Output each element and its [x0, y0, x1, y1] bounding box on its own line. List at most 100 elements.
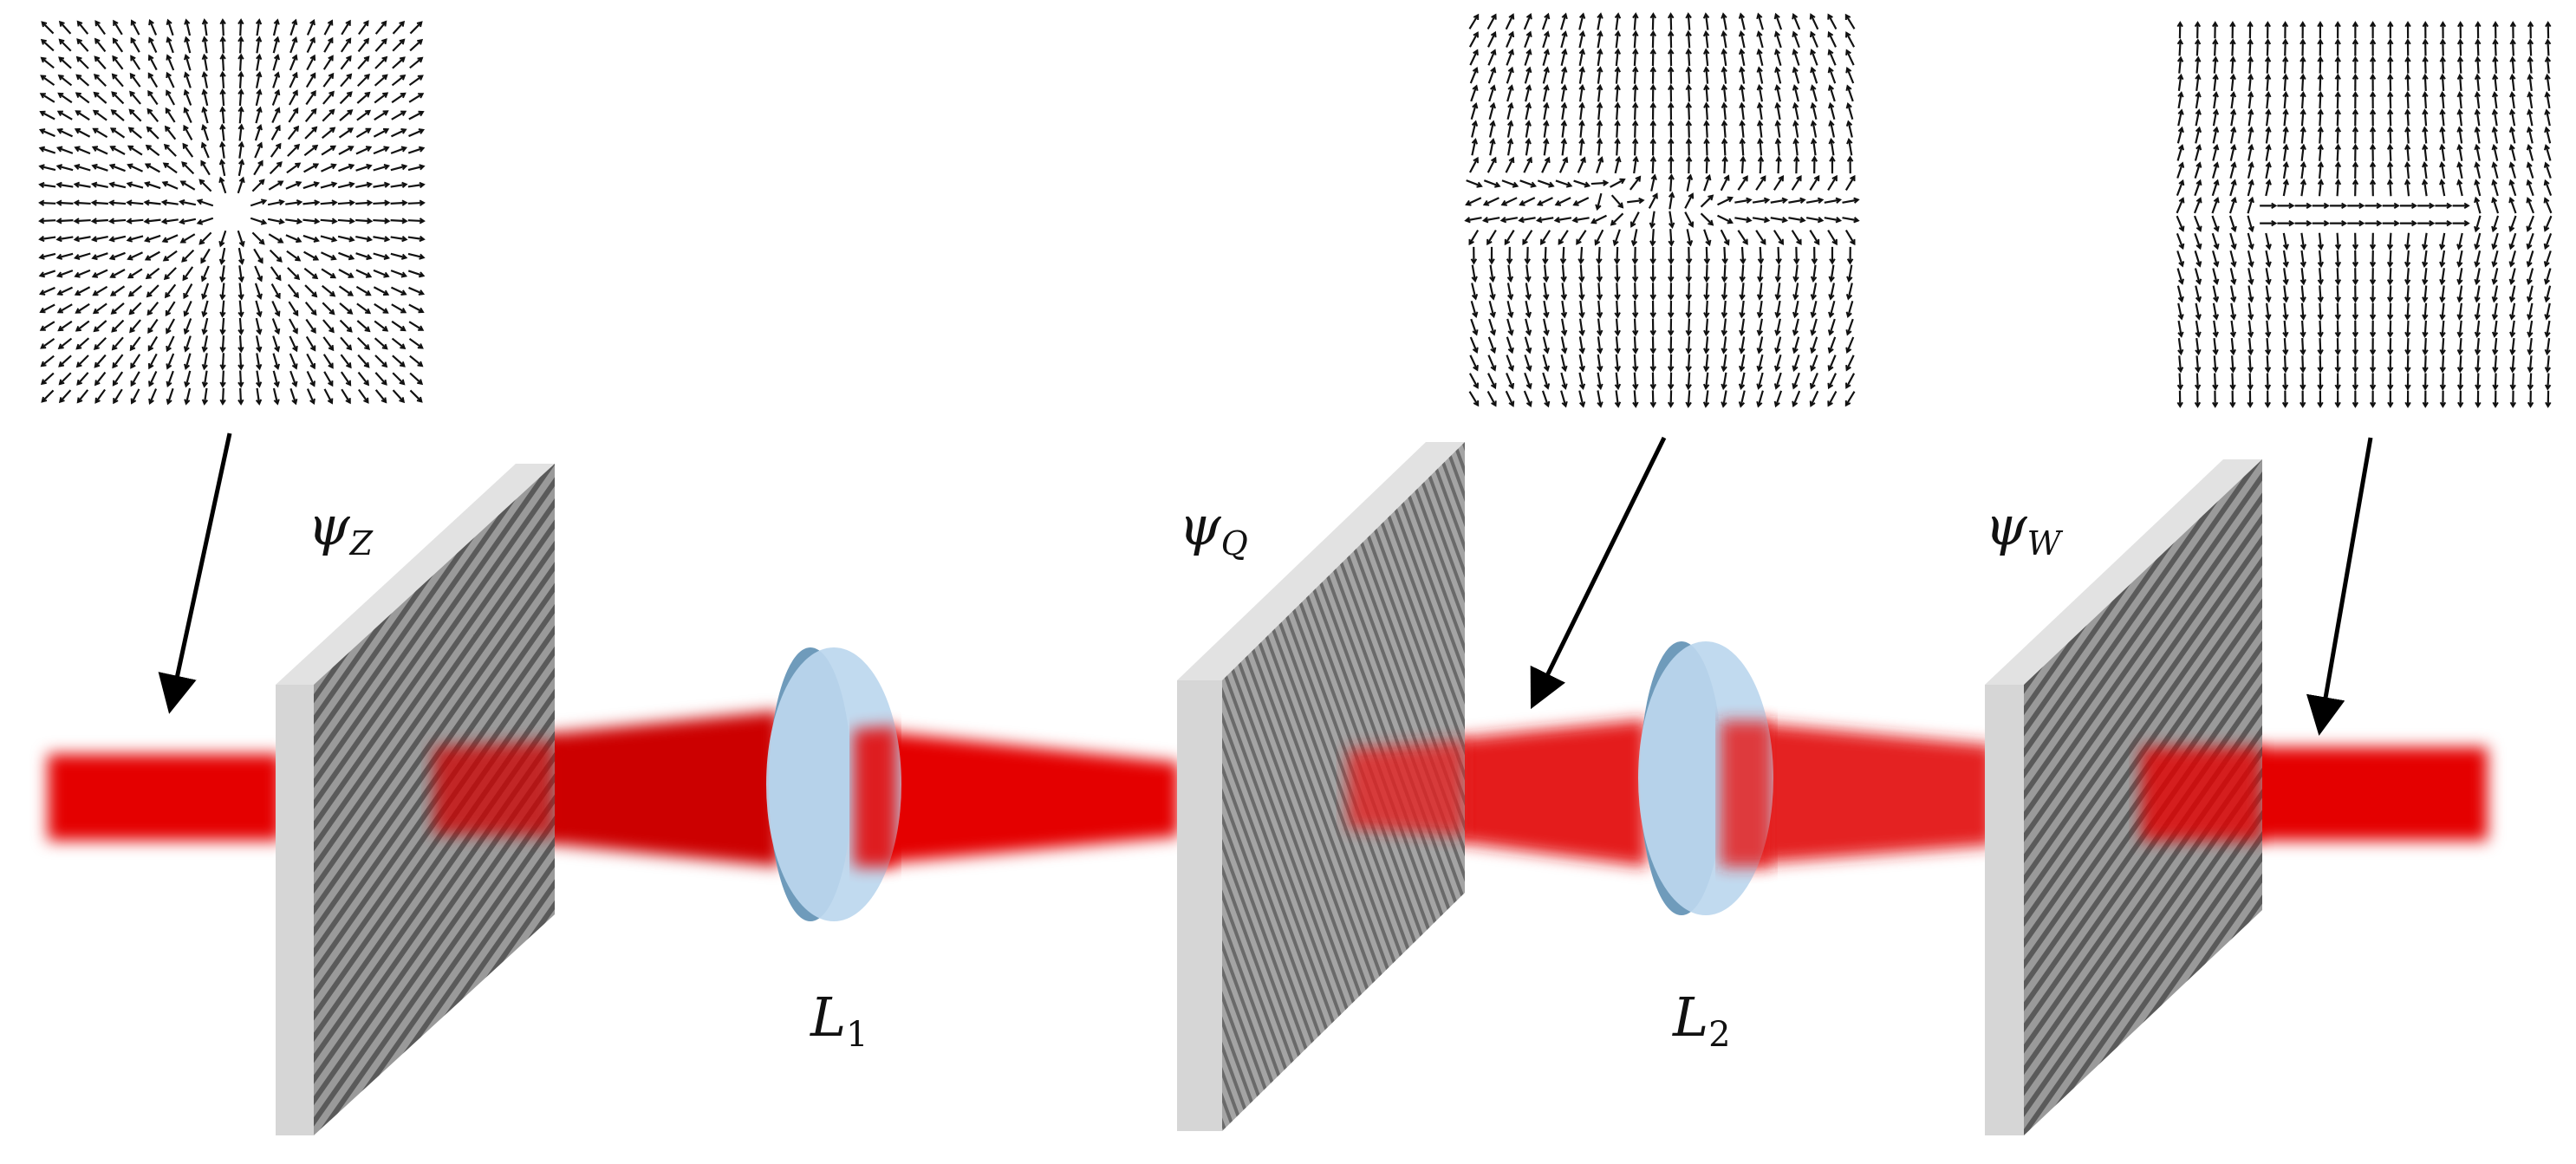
output-field-arrow	[2494, 338, 2498, 354]
intermediate-field-arrowhead	[1614, 312, 1621, 319]
input-field-arrow	[322, 91, 335, 105]
output-field-arrow	[2494, 40, 2497, 56]
input-field-arrowhead	[161, 237, 168, 244]
input-field-arrow	[75, 269, 91, 277]
intermediate-field-arrowhead	[1853, 217, 1860, 224]
intermediate-field-arrowhead	[1809, 30, 1816, 38]
intermediate-field-arrowhead	[1649, 276, 1656, 283]
intermediate-field-arrow	[1811, 49, 1818, 66]
intermediate-field-arrowhead	[1756, 48, 1763, 55]
input-field-arrow	[113, 20, 123, 36]
input-field-arrowhead	[179, 237, 186, 244]
input-field-arrowhead	[346, 73, 353, 80]
input-field-arrowhead	[110, 109, 117, 115]
intermediate-field-arrowhead	[1508, 382, 1515, 390]
output-field-arrowhead	[2527, 331, 2534, 338]
intermediate-field-arrow	[1688, 103, 1691, 120]
output-field-arrowhead	[2195, 331, 2202, 338]
intermediate-field-arrow	[1705, 49, 1709, 67]
input-field-arrowhead	[401, 199, 408, 206]
intermediate-field-arrow	[1770, 217, 1787, 222]
output-field-arrowhead	[2229, 314, 2237, 321]
output-field-arrow	[2283, 320, 2287, 337]
slm2-edge	[1177, 680, 1222, 1131]
intermediate-field-arrow	[1634, 139, 1636, 156]
output-field-arrowhead	[2265, 296, 2272, 303]
intermediate-field-arrow	[1830, 139, 1835, 156]
output-field-arrow	[2230, 110, 2235, 127]
output-field-arrow	[2283, 268, 2287, 284]
output-field-arrowhead	[2317, 55, 2324, 62]
intermediate-field-arrow	[1669, 211, 1674, 228]
output-field-arrow	[2423, 268, 2428, 284]
intermediate-field-arrowhead	[1774, 66, 1781, 73]
input-field-arrowhead	[182, 275, 189, 282]
output-field-arrow	[2511, 40, 2514, 56]
input-field-arrow	[202, 107, 209, 124]
intermediate-field-arrow	[1468, 14, 1480, 29]
input-field-arrowhead	[237, 70, 244, 78]
intermediate-field-arrowhead	[1792, 12, 1799, 20]
input-field-arrow	[185, 353, 192, 369]
intermediate-field-arrowhead	[1507, 365, 1514, 372]
intermediate-field-arrow	[1579, 121, 1584, 138]
intermediate-field-arrowhead	[1810, 120, 1818, 127]
intermediate-field-arrow	[1597, 318, 1602, 335]
output-field-arrowhead	[2474, 367, 2482, 374]
intermediate-field-arrow	[1597, 354, 1602, 371]
intermediate-field-arrow	[1597, 300, 1602, 317]
output-field-arrow	[2476, 40, 2480, 56]
input-field-plot	[38, 18, 426, 406]
input-field-arrow	[337, 235, 355, 241]
intermediate-field-arrow	[1723, 246, 1727, 263]
intermediate-field-arrowhead	[1522, 238, 1528, 246]
input-field-arrowhead	[311, 291, 318, 298]
intermediate-field-arrowhead	[1506, 258, 1513, 265]
intermediate-field-arrowhead	[1685, 383, 1692, 391]
output-field-arrow	[2406, 179, 2410, 197]
intermediate-field-arrowhead	[1702, 48, 1710, 55]
intermediate-field-arrow	[1633, 85, 1637, 102]
input-field-arrowhead	[273, 53, 280, 61]
input-field-arrow	[129, 336, 141, 351]
lens2-label: L2	[1672, 985, 1731, 1055]
input-field-arrowhead	[130, 19, 137, 26]
input-field-arrowhead	[346, 91, 353, 98]
intermediate-field-arrow	[1700, 212, 1714, 226]
output-field-arrow	[2193, 198, 2202, 214]
input-field-arrowhead	[111, 326, 118, 333]
output-field-arrow	[2300, 285, 2305, 302]
input-field-arrow	[238, 283, 243, 299]
input-field-arrow	[270, 266, 282, 281]
input-field-arrowhead	[55, 253, 63, 260]
input-field-arrow	[130, 354, 141, 368]
input-field-arrow	[57, 146, 74, 154]
input-field-arrow	[166, 37, 174, 54]
output-field-arrow	[2265, 285, 2270, 302]
output-field-arrow	[2493, 145, 2499, 161]
intermediate-field-arrow	[1634, 283, 1636, 299]
output-field-arrow	[2440, 232, 2446, 249]
intermediate-field-arrowhead	[1631, 258, 1639, 265]
output-field-arrowhead	[2212, 348, 2219, 356]
input-field-arrow	[221, 72, 225, 88]
output-field-arrow	[2511, 75, 2515, 91]
input-field-arrow	[407, 270, 424, 277]
input-field-arrow	[408, 338, 423, 349]
output-field-arrowhead	[2475, 384, 2482, 391]
intermediate-field-arrowhead	[1632, 48, 1639, 55]
intermediate-field-arrow	[1597, 31, 1602, 49]
output-field-arrow	[2266, 373, 2269, 389]
intermediate-field-arrow	[1543, 283, 1548, 299]
input-field-arrow	[166, 318, 175, 334]
output-field-arrowhead	[2410, 219, 2418, 227]
intermediate-field-arrow	[1525, 318, 1531, 335]
intermediate-field-arrowhead	[1792, 294, 1799, 301]
input-field-arrowhead	[311, 126, 318, 133]
intermediate-field-arrowhead	[1757, 155, 1765, 162]
output-field-arrowhead	[2265, 179, 2272, 185]
output-field-arrow	[2546, 92, 2551, 109]
input-field-arrowhead	[160, 218, 168, 224]
output-field-arrowhead	[2265, 91, 2272, 98]
input-field-arrowhead	[160, 199, 168, 206]
